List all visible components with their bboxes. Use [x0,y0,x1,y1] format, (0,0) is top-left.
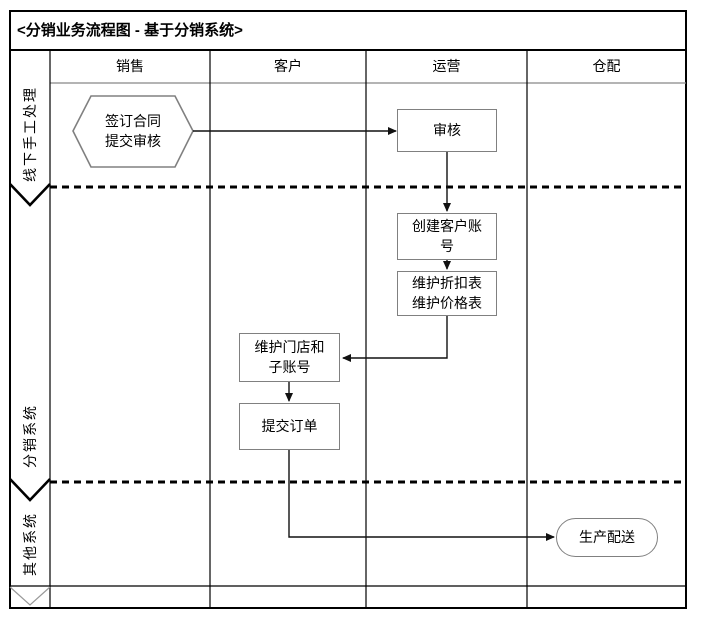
swimlane-grid [9,10,687,609]
lane-end-chevron-icon [9,586,51,606]
node-production-delivery: 生产配送 [556,518,658,557]
node-sign-contract: 签订合同 提交审核 [105,112,161,149]
column-header-customer: 客户 [274,58,302,74]
lane-label-offline-manual: 线下手工处理 [22,86,38,182]
lane-label-distribution-system: 分销系统 [22,404,38,468]
node-maintain-tables: 维护折扣表 维护价格表 [397,271,497,316]
column-header-operations: 运营 [432,58,461,74]
node-review: 审核 [397,109,497,152]
lane-label-other-system: 其他系统 [22,512,38,576]
phase-separator-dotted-lines [50,185,686,484]
lane-end-chevron-icon [9,183,51,207]
diagram-title: <分销业务流程图 - 基于分销系统> [17,22,243,39]
connector-arrows [193,127,555,541]
column-header-warehouse: 仓配 [592,58,621,74]
node-create-account: 创建客户账 号 [397,213,497,260]
lane-end-chevron-icon [9,478,51,502]
column-header-sales: 销售 [116,58,144,74]
node-maintain-stores: 维护门店和 子账号 [239,333,340,382]
node-submit-order: 提交订单 [239,403,340,450]
